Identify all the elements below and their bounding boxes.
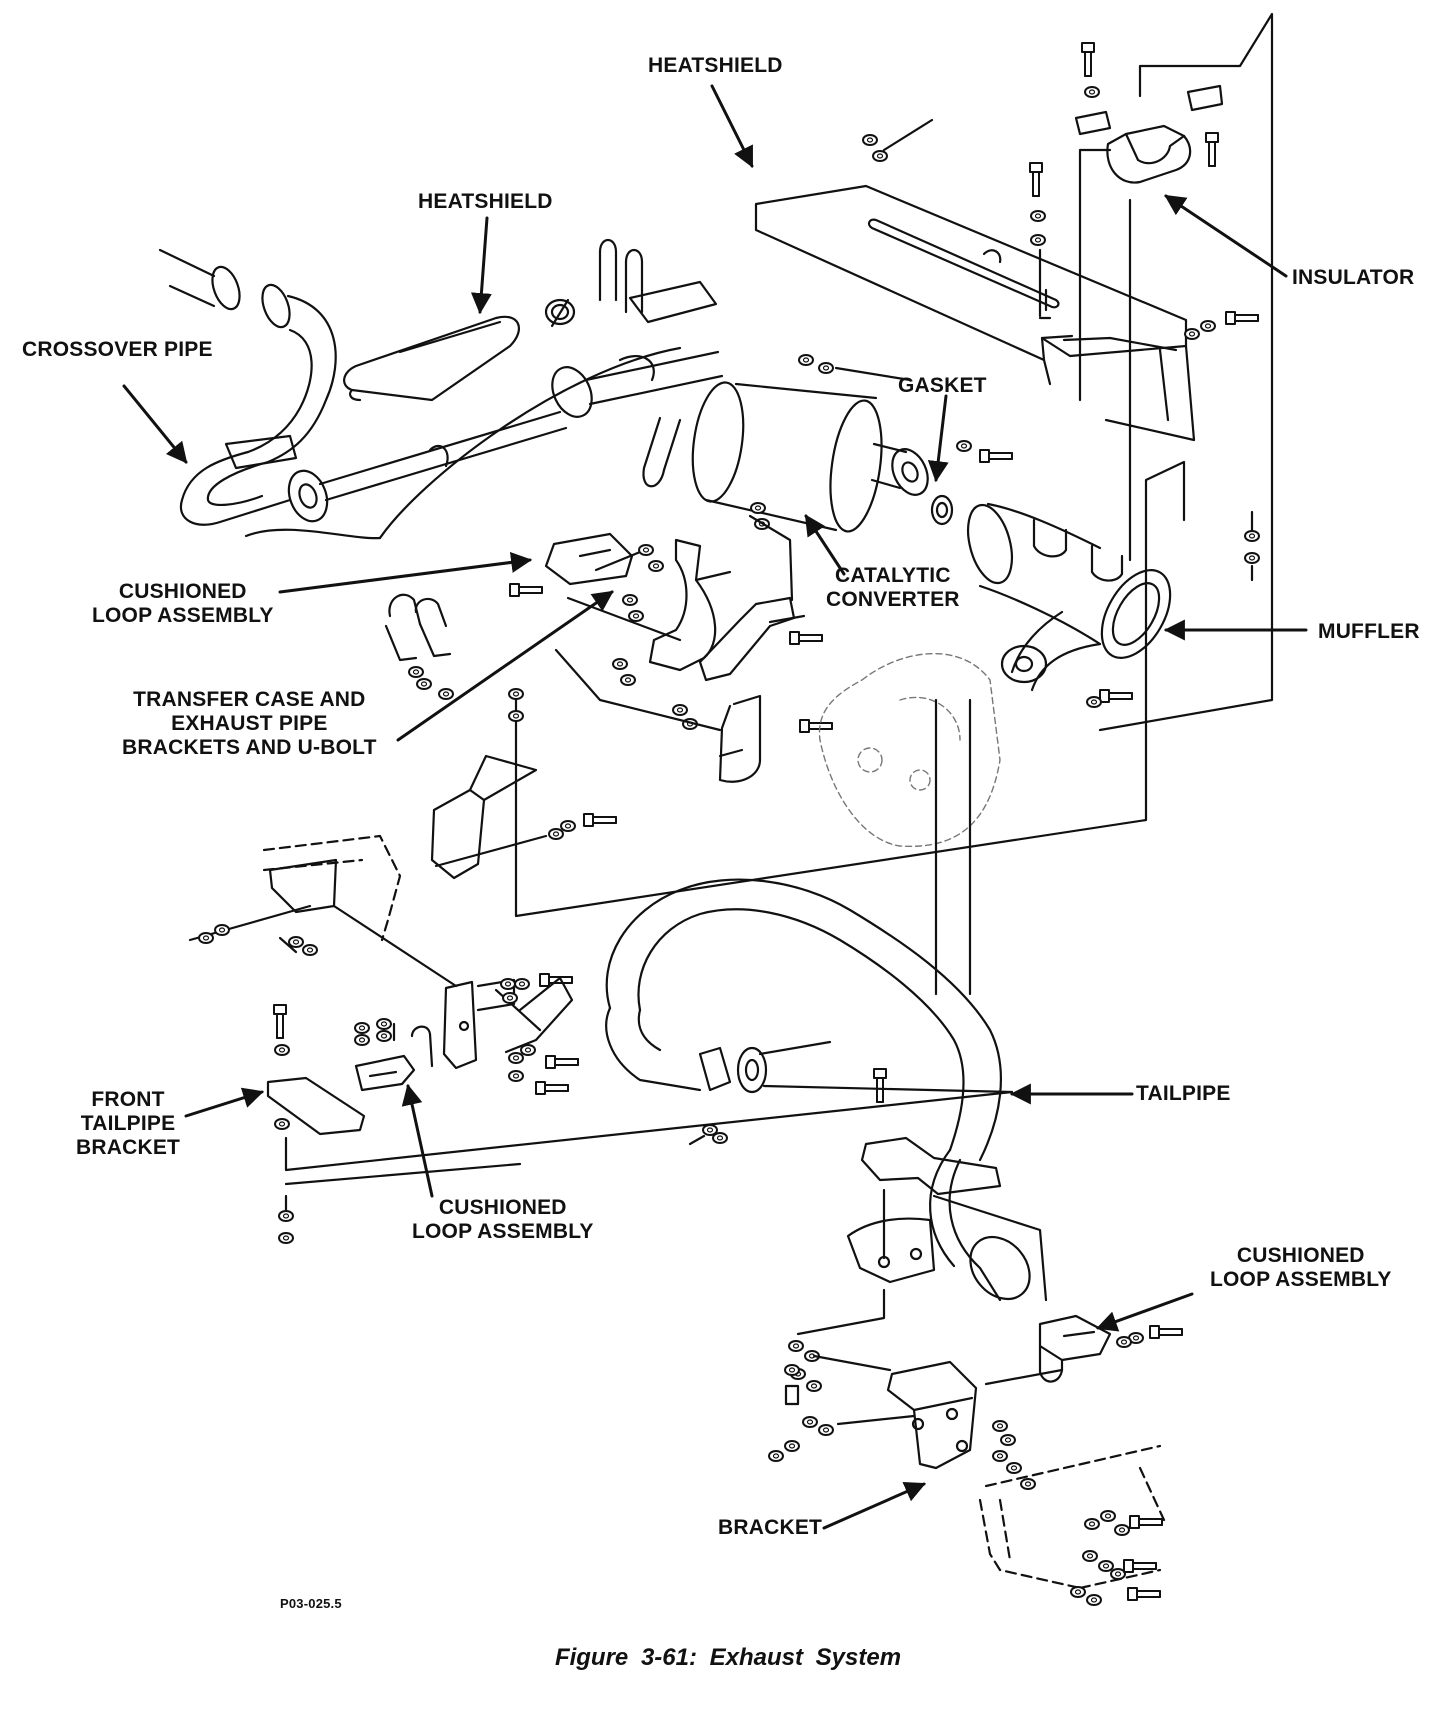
figure-caption: Figure 3-61: Exhaust System <box>554 1644 902 1671</box>
transfer-case-brackets <box>554 501 834 783</box>
figure-code: P03-025.5 <box>280 1596 342 1611</box>
frame-rail-left <box>262 834 402 942</box>
connector-lines <box>507 460 1261 996</box>
muffler <box>966 502 1172 692</box>
label-gasket: GASKET <box>898 374 987 397</box>
upper-cushioned-loop <box>384 532 652 701</box>
rear-tailpipe-bracket <box>796 1067 1048 1336</box>
insulator <box>1074 12 1274 732</box>
gasket <box>930 494 954 526</box>
label-cushioned-loop-upper: CUSHIONED LOOP ASSEMBLY <box>92 580 274 627</box>
label-cushioned-loop-lower: CUSHIONED LOOP ASSEMBLY <box>412 1196 594 1243</box>
heatshield-hardware <box>797 118 1260 464</box>
label-heatshield-left: HEATSHIELD <box>418 190 553 213</box>
upper-heatshield <box>754 184 1196 442</box>
front-pipe <box>244 346 724 540</box>
lower-bracket <box>767 1339 1037 1491</box>
lower-cushioned-loop <box>353 972 580 1096</box>
tailpipe <box>605 878 1031 1302</box>
label-transfer-case-brackets: TRANSFER CASE AND EXHAUST PIPE BRACKETS … <box>122 688 377 759</box>
crossover-pipe <box>158 248 568 526</box>
front-tailpipe-bracket <box>188 858 1014 1245</box>
catalytic-converter <box>691 381 929 533</box>
label-crossover-pipe: CROSSOVER PIPE <box>22 338 213 361</box>
label-bracket: BRACKET <box>718 1516 823 1539</box>
label-insulator: INSULATOR <box>1292 266 1415 289</box>
label-front-tailpipe-bracket: FRONT TAILPIPE BRACKET <box>76 1088 181 1159</box>
u-bolts <box>598 238 718 488</box>
label-muffler: MUFFLER <box>1318 620 1420 643</box>
rear-frame-bolts <box>1069 1509 1164 1607</box>
transfer-case-outline <box>818 652 1001 848</box>
label-tailpipe: TAILPIPE <box>1136 1082 1231 1105</box>
label-catalytic-converter: CATALYTIC CONVERTER <box>826 564 960 611</box>
leader-arrows <box>122 84 1308 1530</box>
left-heatshield <box>343 315 520 402</box>
label-cushioned-loop-right: CUSHIONED LOOP ASSEMBLY <box>1210 1244 1392 1291</box>
mid-left-bracket <box>430 754 618 880</box>
right-cushioned-loop <box>984 1314 1184 1386</box>
label-heatshield-top: HEATSHIELD <box>648 54 783 77</box>
clamp-ring <box>544 298 576 328</box>
